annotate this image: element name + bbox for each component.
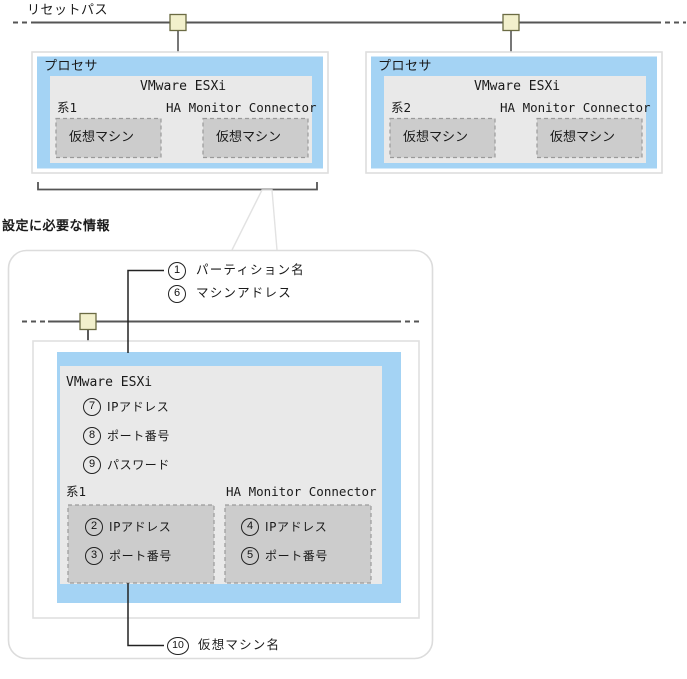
processor-left-vm-right: 仮想マシン xyxy=(216,130,282,145)
callout-number-8: 8 xyxy=(83,427,101,445)
processor-right-vm-right: 仮想マシン xyxy=(550,130,616,145)
callout-label-10: 仮想マシン名 xyxy=(198,637,281,652)
callout-label-5: ポート番号 xyxy=(265,549,329,563)
callout-number-9: 9 xyxy=(83,456,101,474)
callout-label-3: ポート番号 xyxy=(109,549,173,563)
callout-label-6: マシンアドレス xyxy=(196,285,292,300)
callout-number-4: 4 xyxy=(241,518,259,536)
reset-path-bus xyxy=(13,13,686,54)
detail-section-label: 設定に必要な情報 xyxy=(2,219,111,234)
callout-label-9: パスワード xyxy=(107,458,171,472)
callout-number-1: 1 xyxy=(168,262,186,280)
detail-reset-path-bus xyxy=(22,312,421,353)
processor-left-connector-label: HA Monitor Connector xyxy=(166,100,317,115)
callout-label-1: パーティション名 xyxy=(196,262,305,277)
callout-label-2: IPアドレス xyxy=(109,520,172,534)
callout-leaders xyxy=(127,269,164,647)
processor-right-graphics xyxy=(365,51,663,174)
processor-left-platform: VMware ESXi xyxy=(140,79,227,94)
callout-number-7: 7 xyxy=(83,398,101,416)
callout-label-8: ポート番号 xyxy=(107,429,171,443)
detail-machine-graphics xyxy=(32,340,420,619)
detail-bracket xyxy=(37,182,318,191)
callout-label-4: IPアドレス xyxy=(265,520,328,534)
callout-number-6: 6 xyxy=(168,285,186,303)
callout-label-7: IPアドレス xyxy=(107,400,170,414)
callout-number-5: 5 xyxy=(241,547,259,565)
detail-system-label: 系1 xyxy=(66,484,87,499)
processor-right-connector-label: HA Monitor Connector xyxy=(500,100,651,115)
detail-platform-label: VMware ESXi xyxy=(66,375,153,390)
processor-right-system-label: 系2 xyxy=(391,100,412,115)
processor-right-platform: VMware ESXi xyxy=(474,79,561,94)
callout-number-2: 2 xyxy=(85,518,103,536)
detail-connector-label: HA Monitor Connector xyxy=(226,484,377,499)
reset-path-title: リセットパス xyxy=(27,3,109,18)
processor-left-vm-left: 仮想マシン xyxy=(69,130,135,145)
processor-left-system-label: 系1 xyxy=(57,100,78,115)
expansion-guides xyxy=(231,189,278,251)
callout-number-10: 10 xyxy=(167,637,189,655)
processor-right-vm-left: 仮想マシン xyxy=(403,130,469,145)
processor-left-graphics xyxy=(31,51,329,174)
processor-left-header: プロセサ xyxy=(44,59,99,74)
callout-number-3: 3 xyxy=(85,547,103,565)
processor-right-header: プロセサ xyxy=(378,59,433,74)
